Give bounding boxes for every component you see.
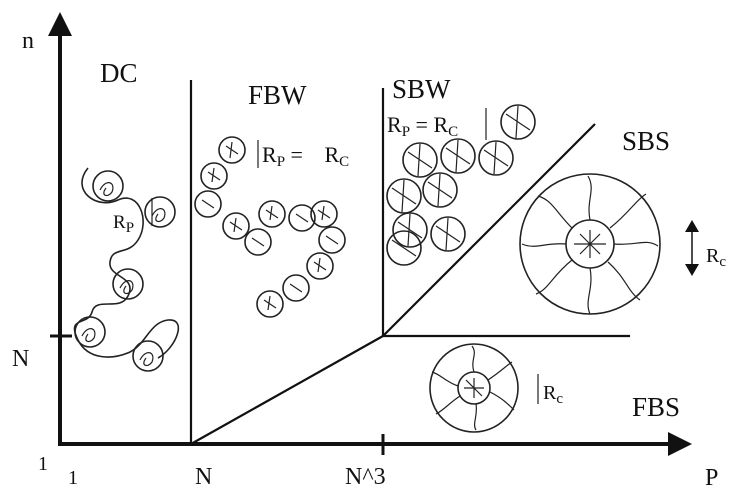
fbs-outer-circle: [429, 343, 519, 433]
fbw-chain-illustration: [194, 136, 346, 318]
dc-blob: [112, 268, 144, 300]
sbw-blob: [386, 230, 422, 266]
dc-blob: [74, 316, 106, 348]
region-label-sbs: SBS: [622, 126, 670, 156]
region-label-fbs: FBS: [632, 392, 680, 422]
boundary-fbw-fbs: [190, 335, 384, 445]
origin-x-tick-label: 1: [68, 467, 78, 489]
sbw-blob: [386, 178, 422, 214]
dc-blob: [92, 170, 124, 202]
sbw-blob: [402, 142, 438, 178]
fbw-blob: [222, 212, 250, 240]
dc-rp-label: RP: [113, 212, 134, 236]
fbw-blob: [256, 290, 284, 318]
sbw-chain-illustration: [386, 104, 536, 266]
sbw-blob: [422, 172, 458, 208]
dc-blob: [144, 196, 176, 228]
fbw-blob: [200, 162, 228, 190]
axes: [48, 12, 692, 456]
fbw-blob: [318, 226, 346, 254]
fbw-blob: [310, 200, 338, 228]
boundary-sbw-sbs: [382, 123, 596, 337]
fbs-star-illustration: [429, 343, 539, 433]
sbw-blob: [478, 140, 514, 176]
sbw-blob: [430, 216, 466, 252]
fbw-blob: [306, 252, 334, 280]
fbw-blob: [194, 190, 222, 218]
x-axis-arrowhead: [668, 432, 692, 456]
fbw-blob: [244, 228, 272, 256]
region-label-dc: DC: [100, 58, 138, 88]
sbw-blob: [500, 104, 536, 140]
dc-blob: [132, 340, 164, 372]
sbs-star-illustration: [519, 173, 661, 315]
fbs-rc-label: Rc: [543, 382, 563, 407]
fbw-blob: [282, 274, 310, 302]
region-boundaries: [189, 80, 630, 445]
sbw-rp-rc-relation: RP = RC: [387, 112, 458, 140]
y-tick-N-label: N: [12, 346, 29, 372]
fbw-blob: [218, 136, 246, 164]
x-tick-N3-label: N^3: [345, 464, 386, 490]
y-axis-label: n: [22, 28, 34, 54]
fbw-blob: [258, 200, 286, 228]
fbw-rp-rc-relation: RP = RC: [262, 142, 349, 170]
sbw-blob: [440, 138, 476, 174]
sbs-rc-arrow: [685, 220, 699, 276]
origin-y-tick-label: 1: [38, 453, 48, 475]
y-axis-arrowhead: [48, 12, 72, 36]
region-label-fbw: FBW: [248, 80, 307, 110]
dc-chain-illustration: [73, 167, 180, 372]
sbw-blob: [392, 212, 428, 248]
region-label-sbw: SBW: [392, 74, 451, 104]
sbs-rc-label: Rc: [706, 245, 726, 270]
fbw-blob: [288, 204, 316, 232]
x-axis-label: P: [705, 465, 718, 491]
x-tick-N-label: N: [195, 464, 212, 490]
